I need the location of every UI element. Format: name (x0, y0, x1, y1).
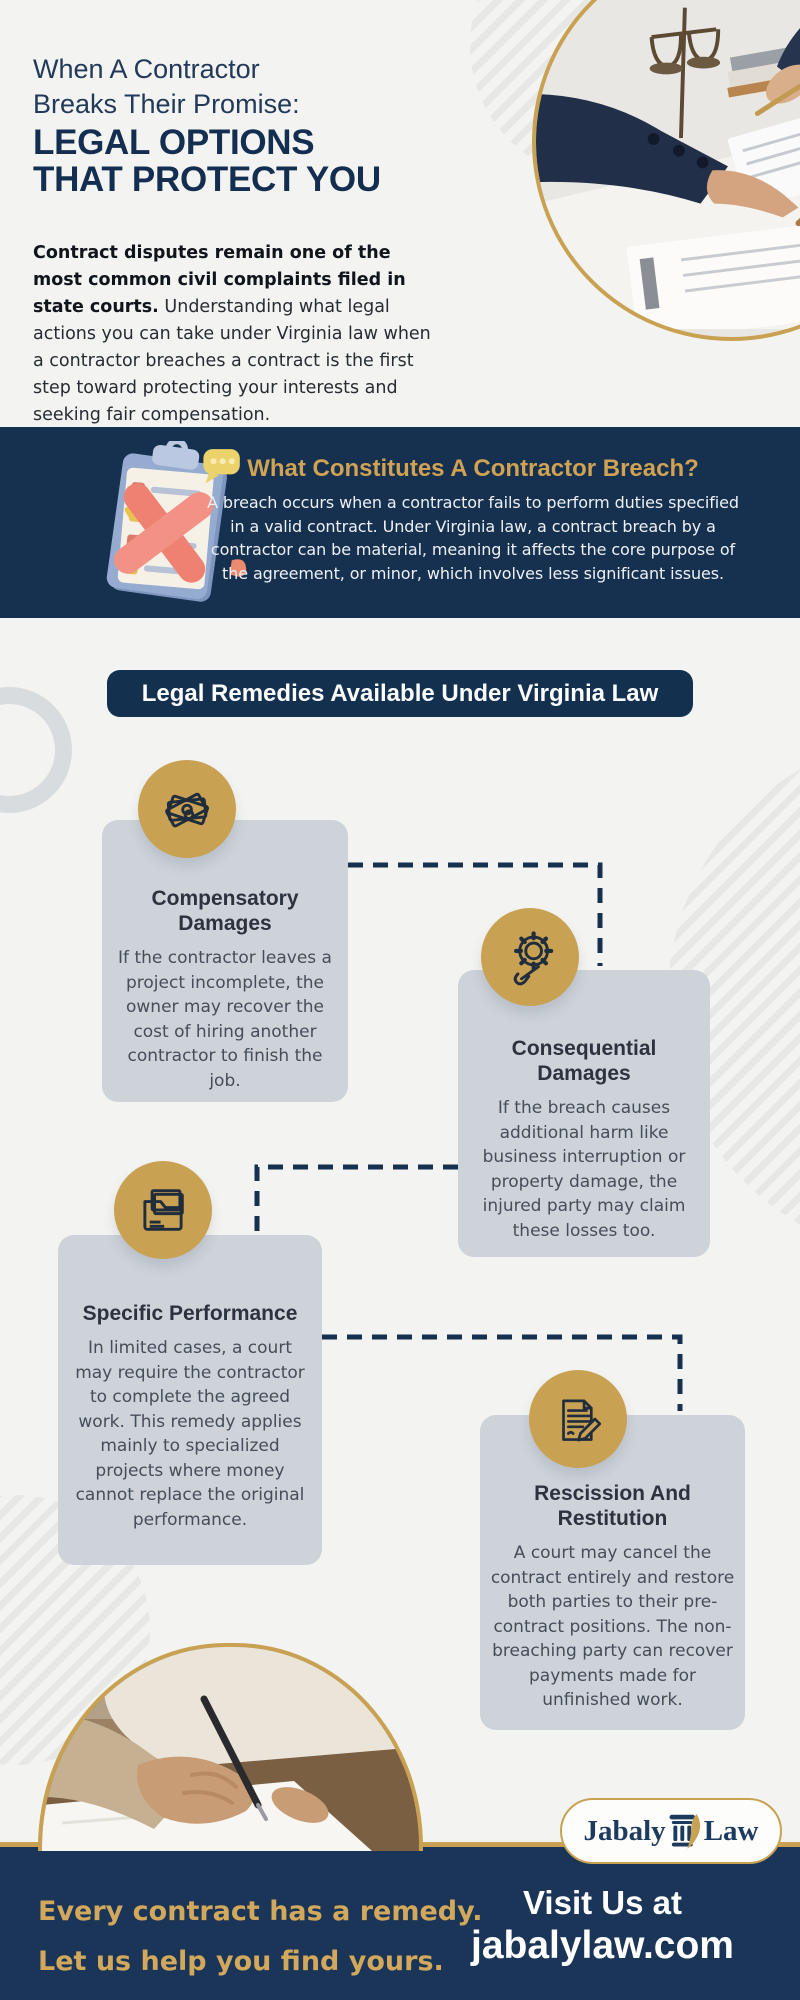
breach-body-line: contractor can be material, meaning it a… (210, 540, 736, 559)
intro-paragraph: Contract disputes remain one of the most… (33, 240, 443, 429)
document-lower (626, 220, 800, 337)
visit-line: Visit Us at (523, 1884, 682, 1921)
card-body: In limited cases, a court may require th… (75, 1338, 305, 1530)
breach-body-line: in a valid contract. Under Virginia law,… (230, 516, 716, 536)
breach-body-line: A breach occurs when a contractor fails … (207, 493, 739, 512)
pen (200, 1695, 262, 1809)
second-hand-fingers (271, 1787, 329, 1823)
footer-tagline: Every contract has a remedy. Let us help… (38, 1887, 483, 1987)
logo-text-right: Law (703, 1814, 759, 1847)
shirt (104, 1647, 419, 1787)
column-feather-logo-icon (669, 1814, 700, 1849)
hero-photo-contract-signing (532, 0, 800, 341)
hero-photo-illustration (536, 0, 800, 337)
breach-title: What Constitutes A Contractor Breach? (247, 455, 699, 482)
document-upper (727, 96, 800, 209)
page-title: LEGAL OPTIONS THAT PROTECT YOU (33, 124, 381, 198)
gear-wrench-icon (481, 908, 579, 1006)
clipboard-x-icon (106, 441, 247, 602)
tagline-line-1: Every contract has a remedy. (38, 1896, 483, 1927)
title-line-2: THAT PROTECT YOU (33, 160, 381, 199)
kicker-heading: When A Contractor Breaks Their Promise: (33, 52, 300, 122)
breach-body-line: the agreement, or minor, which involves … (222, 563, 724, 583)
kicker-line-1: When A Contractor (33, 54, 260, 84)
logo-text-left: Jabaly (583, 1814, 666, 1847)
folder-icon (114, 1161, 212, 1259)
kicker-line-2: Breaks Their Promise: (33, 89, 300, 119)
card-title: Compensatory Damages (151, 887, 299, 935)
intro-rest: Understanding what legal actions you can… (33, 296, 431, 425)
card-title: Specific Performance (82, 1302, 298, 1325)
breach-section: What Constitutes A Contractor Breach? A … (0, 427, 800, 618)
card-body: If the breach causes additional harm lik… (482, 1098, 686, 1241)
card-title: Rescission And Restitution (534, 1482, 691, 1530)
website-url: jabalylaw.com (470, 1924, 734, 1967)
remedy-card-compensatory-damages: Compensatory Damages If the contractor l… (102, 820, 348, 1102)
tagline-line-2: Let us help you find yours. (38, 1946, 444, 1977)
card-body: If the contractor leaves a project incom… (118, 948, 332, 1091)
title-line-1: LEGAL OPTIONS (33, 123, 315, 162)
card-title: Consequential Damages (511, 1037, 657, 1085)
gold-pen-top (754, 83, 800, 116)
remedies-section-heading: Legal Remedies Available Under Virginia … (107, 670, 693, 717)
footer: Every contract has a remedy. Let us help… (0, 1842, 800, 2000)
intro-bold-sentence: Contract disputes remain one of the most… (33, 242, 406, 317)
pointing-hand (706, 170, 799, 218)
document-pencil-icon (529, 1370, 627, 1468)
remedy-card-specific-performance: Specific Performance In limited cases, a… (58, 1235, 322, 1565)
breach-body: A breach occurs when a contractor fails … (192, 491, 754, 585)
remedies-heading-label: Legal Remedies Available Under Virginia … (141, 679, 659, 707)
speech-bubble-icon (203, 449, 240, 484)
footer-visit: Visit Us at jabalylaw.com (455, 1883, 750, 1969)
ring-decoration-left (0, 687, 72, 813)
jabaly-law-logo: Jabaly Law (560, 1798, 782, 1864)
thumb-down-icon (229, 559, 247, 577)
money-bills-icon (138, 760, 236, 858)
remedy-card-consequential-damages: Consequential Damages If the breach caus… (458, 970, 710, 1257)
suit-arm-left (536, 93, 728, 204)
card-body: A court may cancel the contract entirely… (490, 1543, 735, 1710)
remedy-card-rescission-restitution: Rescission And Restitution A court may c… (480, 1415, 745, 1730)
